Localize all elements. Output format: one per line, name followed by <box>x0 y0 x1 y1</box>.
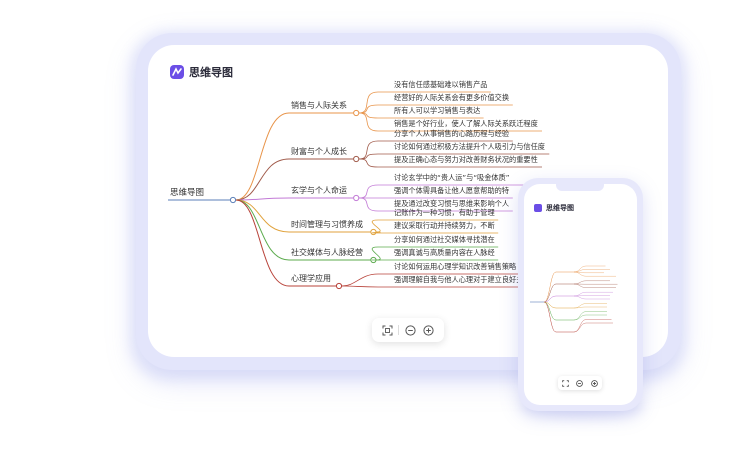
mindmap-leaf-node[interactable]: 经营好的人际关系会有更多价值交换 <box>394 93 510 102</box>
zoom-out-icon[interactable] <box>404 323 418 337</box>
app-header: 思维导图 <box>170 64 233 80</box>
mindmap-branch-node[interactable]: 心理学应用 <box>291 274 331 283</box>
mindmap-root-node[interactable]: 思维导图 <box>170 188 205 198</box>
mindmap-logo-icon <box>534 204 542 212</box>
mindmap-leaf-node[interactable]: 记账作为一种习惯，有助于管理 <box>394 208 495 217</box>
mindmap-leaf-node[interactable]: 销售是个好行业，使人了解人际关系跃迁程度 <box>394 119 538 128</box>
mindmap-leaf-node[interactable]: 分享如何通过社交媒体寻找潜在 <box>394 235 495 244</box>
mindmap-leaf-node[interactable]: 没有信任感基础难以销售产品 <box>394 80 488 89</box>
mindmap-connectors <box>168 91 550 290</box>
phone-app-title: 思维导图 <box>546 204 574 212</box>
phone-notch <box>556 184 604 191</box>
zoom-in-icon[interactable] <box>591 379 599 387</box>
mindmap-leaf-node[interactable]: 强调理解自我与他人心理对于建立良好关 <box>394 275 524 284</box>
phone-mindmap-thumbnail[interactable] <box>524 254 637 405</box>
zoom-toolbar <box>372 318 444 342</box>
mindmap-leaf-node[interactable]: 提及正确心态与努力对改善财务状况的重要性 <box>394 155 538 164</box>
mindmap-leaf-node[interactable]: 所有人可以学习销售与表达 <box>394 106 481 115</box>
mindmap-branch-node[interactable]: 财富与个人成长 <box>291 147 347 156</box>
mindmap-leaf-node[interactable]: 强调个体需具备让他人愿意帮助的特 <box>394 186 510 195</box>
mindmap-leaf-node[interactable]: 建议采取行动并持续努力，不断 <box>394 221 495 230</box>
mindmap-leaf-node[interactable]: 分享个人从事销售的心路历程与经验 <box>394 129 510 138</box>
mindmap-branch-node[interactable]: 社交媒体与人脉经营 <box>291 248 363 257</box>
mindmap-logo-icon <box>170 65 184 79</box>
fit-screen-icon[interactable] <box>380 323 394 337</box>
phone-app-header: 思维导图 <box>534 203 574 213</box>
mindmap-leaf-node[interactable]: 讨论如何运用心理学知识改善销售策略 <box>394 262 517 271</box>
zoom-in-icon[interactable] <box>422 323 436 337</box>
mindmap-leaf-node[interactable]: 强调真诚与高质量内容在人脉经 <box>394 248 495 257</box>
mindmap-leaf-node[interactable]: 讨论如何通过积极方法提升个人吸引力与信任度 <box>394 142 545 151</box>
toolbar-divider <box>398 325 400 335</box>
phone-zoom-toolbar <box>558 376 602 390</box>
zoom-out-icon[interactable] <box>576 379 584 387</box>
phone-screen: 思维导图 <box>524 184 637 405</box>
mindmap-leaf-node[interactable]: 提及通过改变习惯与思维来影响个人 <box>394 199 510 208</box>
mindmap-branch-node[interactable]: 时间管理与习惯养成 <box>291 220 363 229</box>
mindmap-branch-node[interactable]: 销售与人际关系 <box>291 101 347 110</box>
app-title: 思维导图 <box>189 66 233 79</box>
fit-screen-icon[interactable] <box>561 379 569 387</box>
mindmap-branch-node[interactable]: 玄学与个人命运 <box>291 186 347 195</box>
mindmap-leaf-node[interactable]: 讨论玄学中的“贵人运”与“吸金体质” <box>394 173 510 182</box>
